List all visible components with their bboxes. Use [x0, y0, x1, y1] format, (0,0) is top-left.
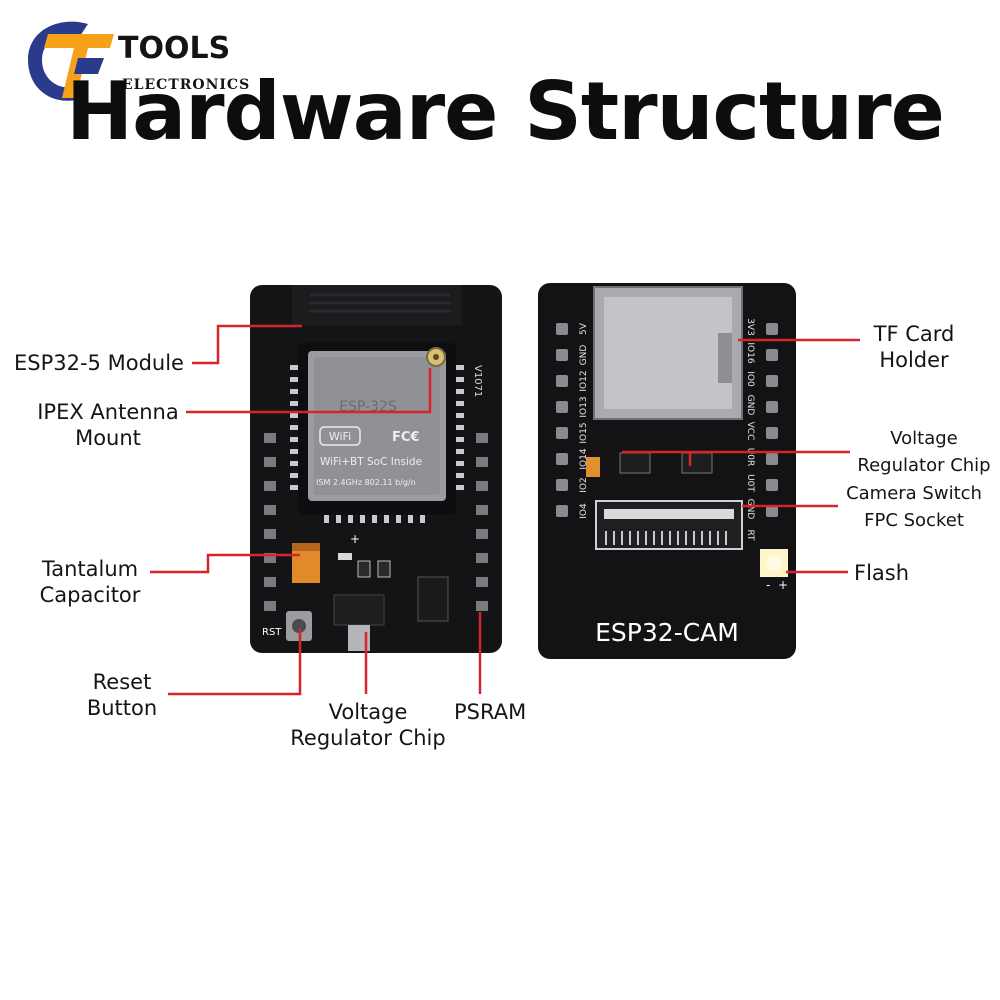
brand-subtitle: ELECTRONICS	[122, 77, 251, 93]
version-text: V1071	[472, 365, 483, 397]
brand-name: TOOLS	[118, 31, 231, 66]
brand-logo	[28, 21, 114, 101]
label-camera-line1: Camera Switch	[846, 483, 982, 504]
esp32-cam-back-board: - + ESP32-CAM IO4IO2IO14IO15IO13IO12GND5…	[538, 283, 796, 659]
esp32-cam-front-board: ESP-32S WiFi FC€ WiFi+BT SoC Inside ISM …	[250, 285, 502, 653]
label-tantalum-capacitor: Tantalum Capacitor	[30, 556, 150, 608]
label-reset-line2: Button	[86, 696, 158, 720]
pin-label-left: IO4	[579, 503, 589, 519]
label-psram: PSRAM	[454, 700, 527, 724]
label-tantalum-line1: Tantalum	[41, 557, 139, 581]
label-vreg-bottom-line2: Regulator Chip	[290, 726, 446, 750]
label-vreg-right-line2: Regulator Chip	[857, 455, 991, 476]
pin-label-right: IO16	[745, 342, 755, 363]
label-ipex-antenna-mount: IPEX Antenna Mount	[28, 399, 188, 451]
label-vreg-right-line1: Voltage	[890, 428, 958, 449]
pin-label-right: 3V3	[745, 318, 755, 336]
label-reset-button: Reset Button	[72, 669, 172, 721]
flash-plus: +	[778, 578, 788, 592]
pin-label-right: GND	[745, 395, 755, 416]
tantalum-leader	[150, 553, 300, 574]
polarity-plus: +	[350, 532, 360, 546]
pin-label-right: U0R	[745, 448, 755, 467]
label-vreg-bottom-line1: Voltage	[328, 700, 408, 724]
pin-label-left: GND	[579, 345, 589, 366]
board-name: ESP32-CAM	[595, 618, 739, 647]
pin-label-left: IO13	[579, 396, 589, 417]
pin-label-right: VCC	[745, 422, 755, 441]
label-tf-line2: Holder	[879, 348, 949, 372]
voltage-regulator-right-leader	[622, 450, 850, 466]
reset-leader	[168, 628, 302, 696]
label-tantalum-line2: Capacitor	[39, 583, 141, 607]
label-voltage-regulator-right: Voltage Regulator Chip	[848, 425, 1000, 479]
label-ipex-line2: Mount	[75, 426, 141, 450]
esp32-module-leader	[192, 324, 302, 365]
pin-label-left: IO12	[579, 370, 589, 391]
pin-label-left: 5V	[579, 322, 589, 335]
label-camera-line2: FPC Socket	[864, 510, 964, 531]
label-tf-card-holder: TF Card Holder	[858, 321, 970, 373]
label-reset-line1: Reset	[92, 670, 152, 694]
label-ipex-line1: IPEX Antenna	[37, 400, 179, 424]
pin-label-left: IO2	[579, 477, 589, 492]
label-esp32-module: ESP32-5 Module	[14, 351, 184, 375]
wifi-logo-text: WiFi	[329, 430, 351, 443]
pin-label-right: U0T	[745, 474, 755, 492]
pin-label-right: RT	[745, 529, 755, 541]
pin-label-left: IO15	[579, 422, 589, 443]
fcc-mark: FC€	[392, 430, 419, 445]
label-voltage-regulator-bottom: Voltage Regulator Chip	[280, 699, 456, 751]
label-flash: Flash	[854, 561, 910, 585]
label-tf-line1: TF Card	[873, 322, 955, 346]
ipex-leader	[186, 368, 432, 414]
pin-label-left: IO14	[579, 448, 589, 469]
page-title: Hardware Structure	[66, 65, 945, 158]
flash-minus: -	[766, 578, 770, 592]
ism-spec-text: ISM 2.4GHz 802.11 b/g/n	[316, 478, 416, 487]
pin-label-right: GND	[745, 499, 755, 520]
soc-text: WiFi+BT SoC Inside	[320, 456, 422, 468]
label-camera-switch-fpc-socket: Camera Switch FPC Socket	[838, 480, 990, 534]
pin-label-right: IO0	[745, 371, 755, 387]
rst-silkscreen: RST	[262, 627, 282, 638]
